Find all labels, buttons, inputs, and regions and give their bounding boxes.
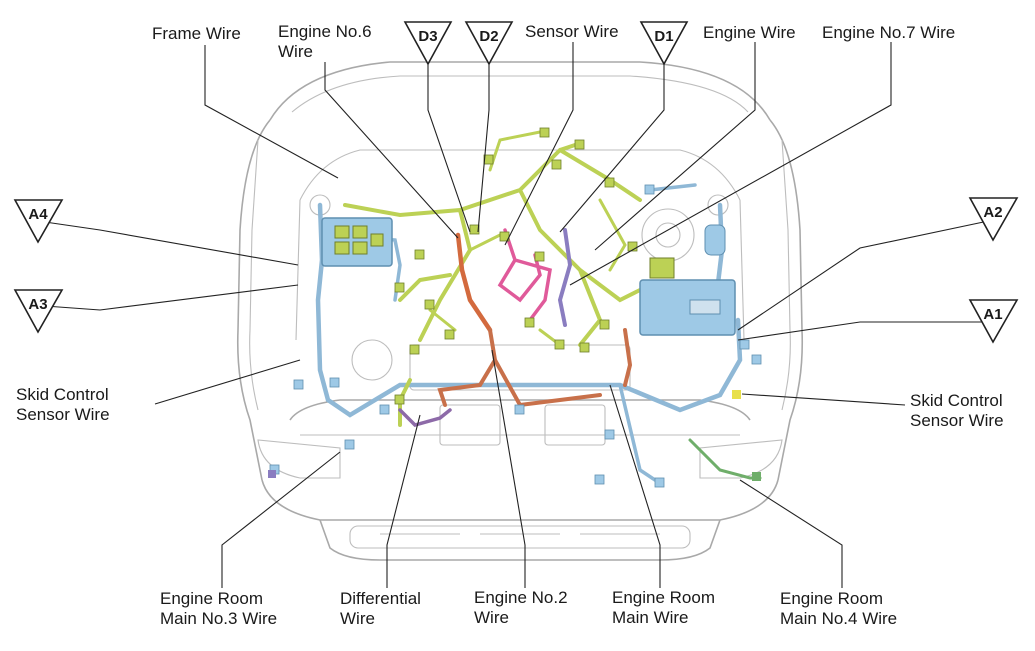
label-skid-right-line2: Sensor Wire — [910, 411, 1004, 430]
marker-a2: A2 — [968, 197, 1019, 242]
engine-no6-wire-harness — [455, 232, 493, 333]
label-frame-wire: Frame Wire — [152, 24, 241, 43]
marker-d2-text: D2 — [479, 28, 498, 45]
marker-a4-text: A4 — [28, 206, 48, 223]
leader-lines — [44, 42, 994, 588]
label-er-main-no4-line2: Main No.4 Wire — [780, 609, 897, 628]
marker-a3-text: A3 — [28, 296, 47, 313]
marker-d1-text: D1 — [654, 28, 673, 45]
label-er-main-no3-line2: Main No.3 Wire — [160, 609, 277, 628]
label-er-main-line1: Engine Room — [612, 588, 715, 607]
marker-a1-text: A1 — [983, 306, 1002, 323]
marker-a2-text: A2 — [983, 204, 1002, 221]
label-engine-no6-line1: Engine No.6 — [278, 22, 372, 41]
vehicle-body-outline — [236, 61, 804, 561]
marker-d3-text: D3 — [418, 28, 437, 45]
connectors — [394, 127, 638, 405]
engine-no7-wire-harness — [557, 228, 573, 327]
marker-d3: D3 — [403, 21, 453, 66]
label-skid-left-line2: Sensor Wire — [16, 405, 110, 424]
sensor-wire-harness — [497, 228, 552, 322]
label-differential-line2: Wire — [340, 609, 375, 628]
label-engine-no6-line2: Wire — [278, 42, 313, 61]
differential-wire-harness — [398, 408, 452, 427]
marker-a1: A1 — [968, 299, 1019, 344]
connectors-blue — [269, 184, 762, 488]
label-engine-no7-wire: Engine No.7 Wire — [822, 23, 955, 42]
main-no4-connector — [752, 472, 761, 481]
label-er-main-no3-line1: Engine Room — [160, 589, 263, 608]
marker-d1: D1 — [639, 21, 689, 66]
label-skid-right-line1: Skid Control — [910, 391, 1003, 410]
relay-block-left — [321, 217, 393, 267]
label-engine-no2-line2: Wire — [474, 608, 509, 627]
marker-a3: A3 — [13, 289, 64, 334]
label-er-main-line2: Main Wire — [612, 608, 689, 627]
skid-sensor-connector-right — [732, 390, 741, 399]
marker-d2: D2 — [464, 21, 514, 66]
engine-no2-wire-harness — [437, 328, 633, 408]
label-skid-left-line1: Skid Control — [16, 385, 109, 404]
label-er-main-no4-line1: Engine Room — [780, 589, 883, 608]
label-differential-line1: Differential — [340, 589, 421, 608]
label-engine-no2-line1: Engine No.2 — [474, 588, 568, 607]
main-no3-connector — [268, 470, 276, 478]
marker-a4: A4 — [13, 199, 64, 244]
relay-block-right — [639, 224, 736, 336]
engine-wire-harness — [343, 130, 642, 427]
label-engine-wire: Engine Wire — [703, 23, 796, 42]
label-sensor-wire: Sensor Wire — [525, 22, 619, 41]
